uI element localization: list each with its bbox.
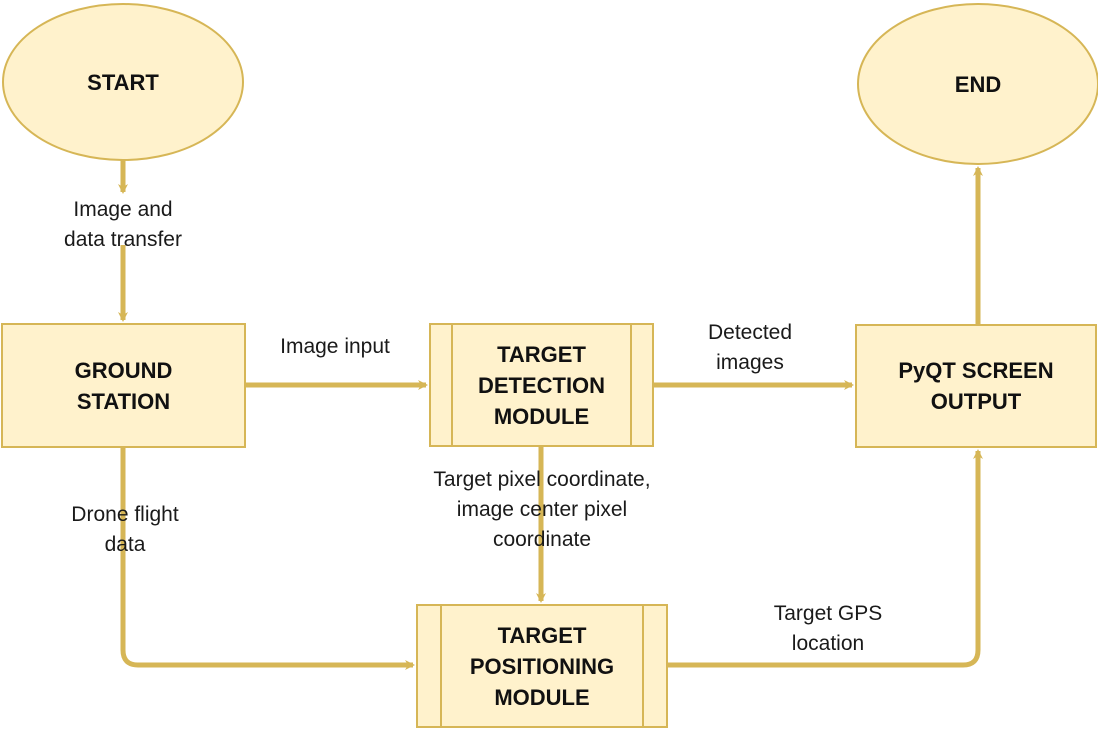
edge-label-image-data-transfer: Image and data transfer bbox=[64, 198, 182, 251]
pyqt-output-label: PyQT SCREEN OUTPUT bbox=[898, 358, 1054, 414]
ground-station-label: GROUND STATION bbox=[74, 357, 173, 414]
ground-station-node[interactable] bbox=[1, 323, 246, 448]
edge-label-detected-images: Detected images bbox=[707, 321, 793, 374]
edge-label-target-gps-location: Target GPS location bbox=[773, 602, 883, 655]
end-label: END bbox=[954, 71, 1002, 97]
edge-label-target-pixel-coordinate: Target pixel coordinate, image center pi… bbox=[433, 468, 651, 551]
target-detection-label: TARGET DETECTION MODULE bbox=[477, 341, 606, 429]
edge-positioning-to-output bbox=[667, 449, 983, 668]
end-node[interactable] bbox=[857, 3, 1098, 165]
edge-ground-to-positioning bbox=[120, 447, 415, 670]
start-label: START bbox=[87, 69, 159, 95]
target-positioning-label: TARGET POSITIONING MODULE bbox=[469, 622, 615, 710]
edge-label-image-input: Image input bbox=[280, 335, 390, 358]
target-positioning-node[interactable] bbox=[416, 604, 668, 728]
edge-label-drone-flight-data: Drone flight data bbox=[71, 503, 179, 556]
